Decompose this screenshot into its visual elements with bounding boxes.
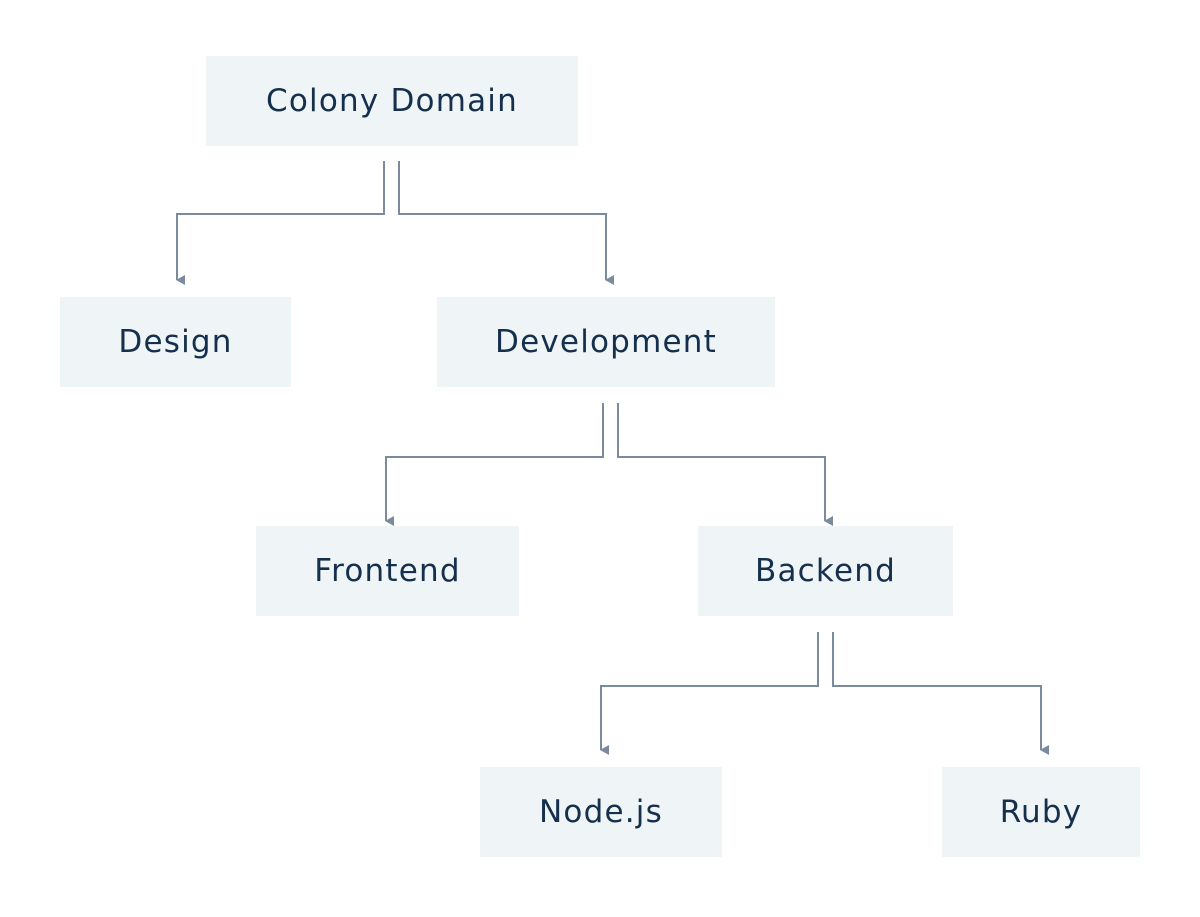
node-development: Development — [437, 297, 775, 387]
edge-backend-to-nodejs — [600, 632, 819, 755]
node-label: Design — [118, 324, 233, 360]
node-ruby: Ruby — [942, 767, 1140, 857]
node-label: Frontend — [314, 553, 461, 589]
node-design: Design — [60, 297, 291, 387]
edge-colony-domain-to-design — [176, 161, 385, 285]
node-nodejs: Node.js — [480, 767, 722, 857]
node-backend: Backend — [698, 526, 953, 616]
node-label: Colony Domain — [266, 83, 518, 119]
edge-development-to-frontend — [385, 403, 604, 526]
node-label: Backend — [755, 553, 896, 589]
edge-backend-to-ruby — [832, 632, 1049, 755]
node-colony-domain: Colony Domain — [206, 56, 578, 146]
node-label: Development — [495, 324, 717, 360]
node-label: Ruby — [999, 794, 1083, 830]
node-label: Node.js — [539, 794, 663, 830]
node-frontend: Frontend — [256, 526, 519, 616]
edge-colony-domain-to-development — [398, 161, 614, 285]
edge-development-to-backend — [617, 403, 833, 526]
